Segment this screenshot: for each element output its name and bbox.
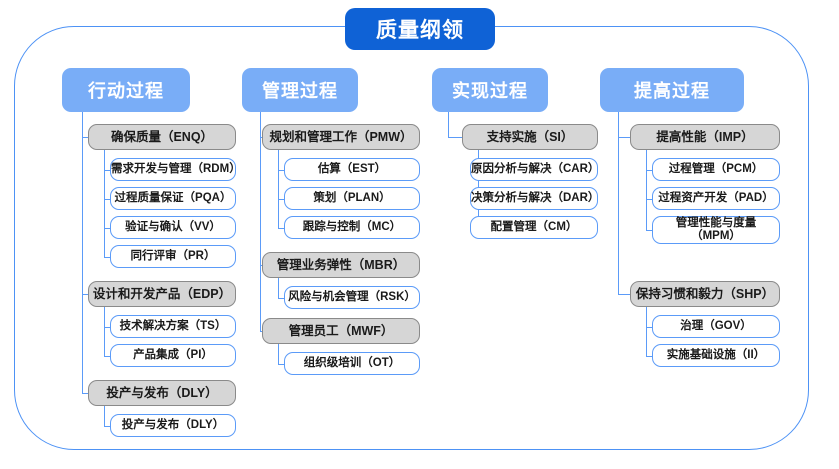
- connector-group-action-2: [82, 393, 88, 395]
- column-trunk-implementation: [448, 112, 450, 137]
- column-header-implementation[interactable]: 实现过程: [432, 68, 548, 112]
- root-title-node[interactable]: 质量纲领: [345, 8, 495, 50]
- column-header-action[interactable]: 行动过程: [62, 68, 190, 112]
- group-node-action-0[interactable]: 确保质量（ENQ）: [88, 124, 236, 150]
- column-header-management[interactable]: 管理过程: [242, 68, 358, 112]
- connector-leaf-management-2-0: [278, 363, 284, 365]
- connector-leaf-action-0-0: [104, 169, 110, 171]
- column-header-improvement[interactable]: 提高过程: [600, 68, 744, 112]
- column-trunk-action: [82, 112, 84, 393]
- connector-group-management-0: [260, 137, 262, 139]
- column-trunk-improvement: [618, 112, 620, 294]
- leaf-trunk-management-2: [278, 344, 280, 364]
- leaf-node-management-0-2[interactable]: 跟踪与控制（MC）: [284, 216, 420, 239]
- group-node-action-2[interactable]: 投产与发布（DLY）: [88, 380, 236, 406]
- leaf-trunk-action-1: [104, 307, 106, 356]
- leaf-node-action-0-0[interactable]: 需求开发与管理（RDM）: [110, 158, 241, 181]
- leaf-node-action-0-1[interactable]: 过程质量保证（PQA）: [110, 187, 236, 210]
- leaf-node-action-0-2[interactable]: 验证与确认（VV）: [110, 216, 236, 239]
- column-trunk-management: [260, 112, 262, 331]
- group-node-management-2[interactable]: 管理员工（MWF）: [262, 318, 420, 344]
- leaf-node-management-0-1[interactable]: 策划（PLAN）: [284, 187, 420, 210]
- connector-group-management-1: [260, 265, 262, 267]
- leaf-node-action-1-0[interactable]: 技术解决方案（TS）: [110, 315, 236, 338]
- leaf-node-improvement-0-2[interactable]: 管理性能与度量 （MPM）: [652, 216, 780, 244]
- group-node-management-0[interactable]: 规划和管理工作（PMW）: [262, 124, 420, 150]
- connector-leaf-management-1-0: [278, 297, 284, 299]
- leaf-node-improvement-1-1[interactable]: 实施基础设施（II）: [652, 344, 780, 367]
- connector-leaf-improvement-0-2: [646, 230, 652, 232]
- leaf-trunk-improvement-1: [646, 307, 648, 356]
- group-node-implementation-0[interactable]: 支持实施（SI）: [462, 124, 598, 150]
- leaf-trunk-management-1: [278, 278, 280, 298]
- leaf-node-management-0-0[interactable]: 估算（EST）: [284, 158, 420, 181]
- leaf-node-management-1-0[interactable]: 风险与机会管理（RSK）: [284, 286, 420, 309]
- connector-leaf-improvement-1-1: [646, 355, 652, 357]
- group-node-management-1[interactable]: 管理业务弹性（MBR）: [262, 252, 420, 278]
- leaf-node-implementation-0-0[interactable]: 原因分析与解决（CAR）: [470, 158, 599, 181]
- group-node-improvement-1[interactable]: 保持习惯和毅力（SHP）: [630, 281, 780, 307]
- leaf-node-implementation-0-1[interactable]: 决策分析与解决（DAR）: [470, 187, 599, 210]
- connector-group-action-0: [82, 137, 88, 139]
- connector-leaf-improvement-0-0: [646, 169, 652, 171]
- leaf-node-management-2-0[interactable]: 组织级培训（OT）: [284, 352, 420, 375]
- connector-group-action-1: [82, 294, 88, 296]
- leaf-node-improvement-1-0[interactable]: 治理（GOV）: [652, 315, 780, 338]
- connector-leaf-management-0-2: [278, 227, 284, 229]
- connector-leaf-management-0-1: [278, 198, 284, 200]
- group-node-improvement-0[interactable]: 提高性能（IMP）: [630, 124, 780, 150]
- leaf-node-action-1-1[interactable]: 产品集成（PI）: [110, 344, 236, 367]
- connector-leaf-action-1-0: [104, 326, 110, 328]
- connector-leaf-action-0-2: [104, 227, 110, 229]
- connector-leaf-action-0-1: [104, 198, 110, 200]
- connector-leaf-improvement-1-0: [646, 326, 652, 328]
- leaf-node-improvement-0-1[interactable]: 过程资产开发（PAD）: [652, 187, 780, 210]
- connector-leaf-action-0-3: [104, 256, 110, 258]
- leaf-node-implementation-0-2[interactable]: 配置管理（CM）: [470, 216, 598, 239]
- connector-group-improvement-0: [618, 137, 630, 139]
- leaf-trunk-improvement-0: [646, 150, 648, 230]
- connector-group-management-2: [260, 331, 262, 333]
- connector-leaf-action-2-0: [104, 425, 110, 427]
- leaf-node-action-0-3[interactable]: 同行评审（PR）: [110, 245, 236, 268]
- leaf-trunk-management-0: [278, 150, 280, 228]
- leaf-node-improvement-0-0[interactable]: 过程管理（PCM）: [652, 158, 780, 181]
- leaf-trunk-action-2: [104, 406, 106, 426]
- group-node-action-1[interactable]: 设计和开发产品（EDP）: [88, 281, 236, 307]
- connector-leaf-management-0-0: [278, 169, 284, 171]
- leaf-node-action-2-0[interactable]: 投产与发布（DLY）: [110, 414, 236, 437]
- connector-leaf-action-1-1: [104, 355, 110, 357]
- connector-leaf-improvement-0-1: [646, 198, 652, 200]
- connector-group-improvement-1: [618, 294, 630, 296]
- leaf-trunk-action-0: [104, 150, 106, 257]
- connector-group-implementation-0: [448, 137, 462, 139]
